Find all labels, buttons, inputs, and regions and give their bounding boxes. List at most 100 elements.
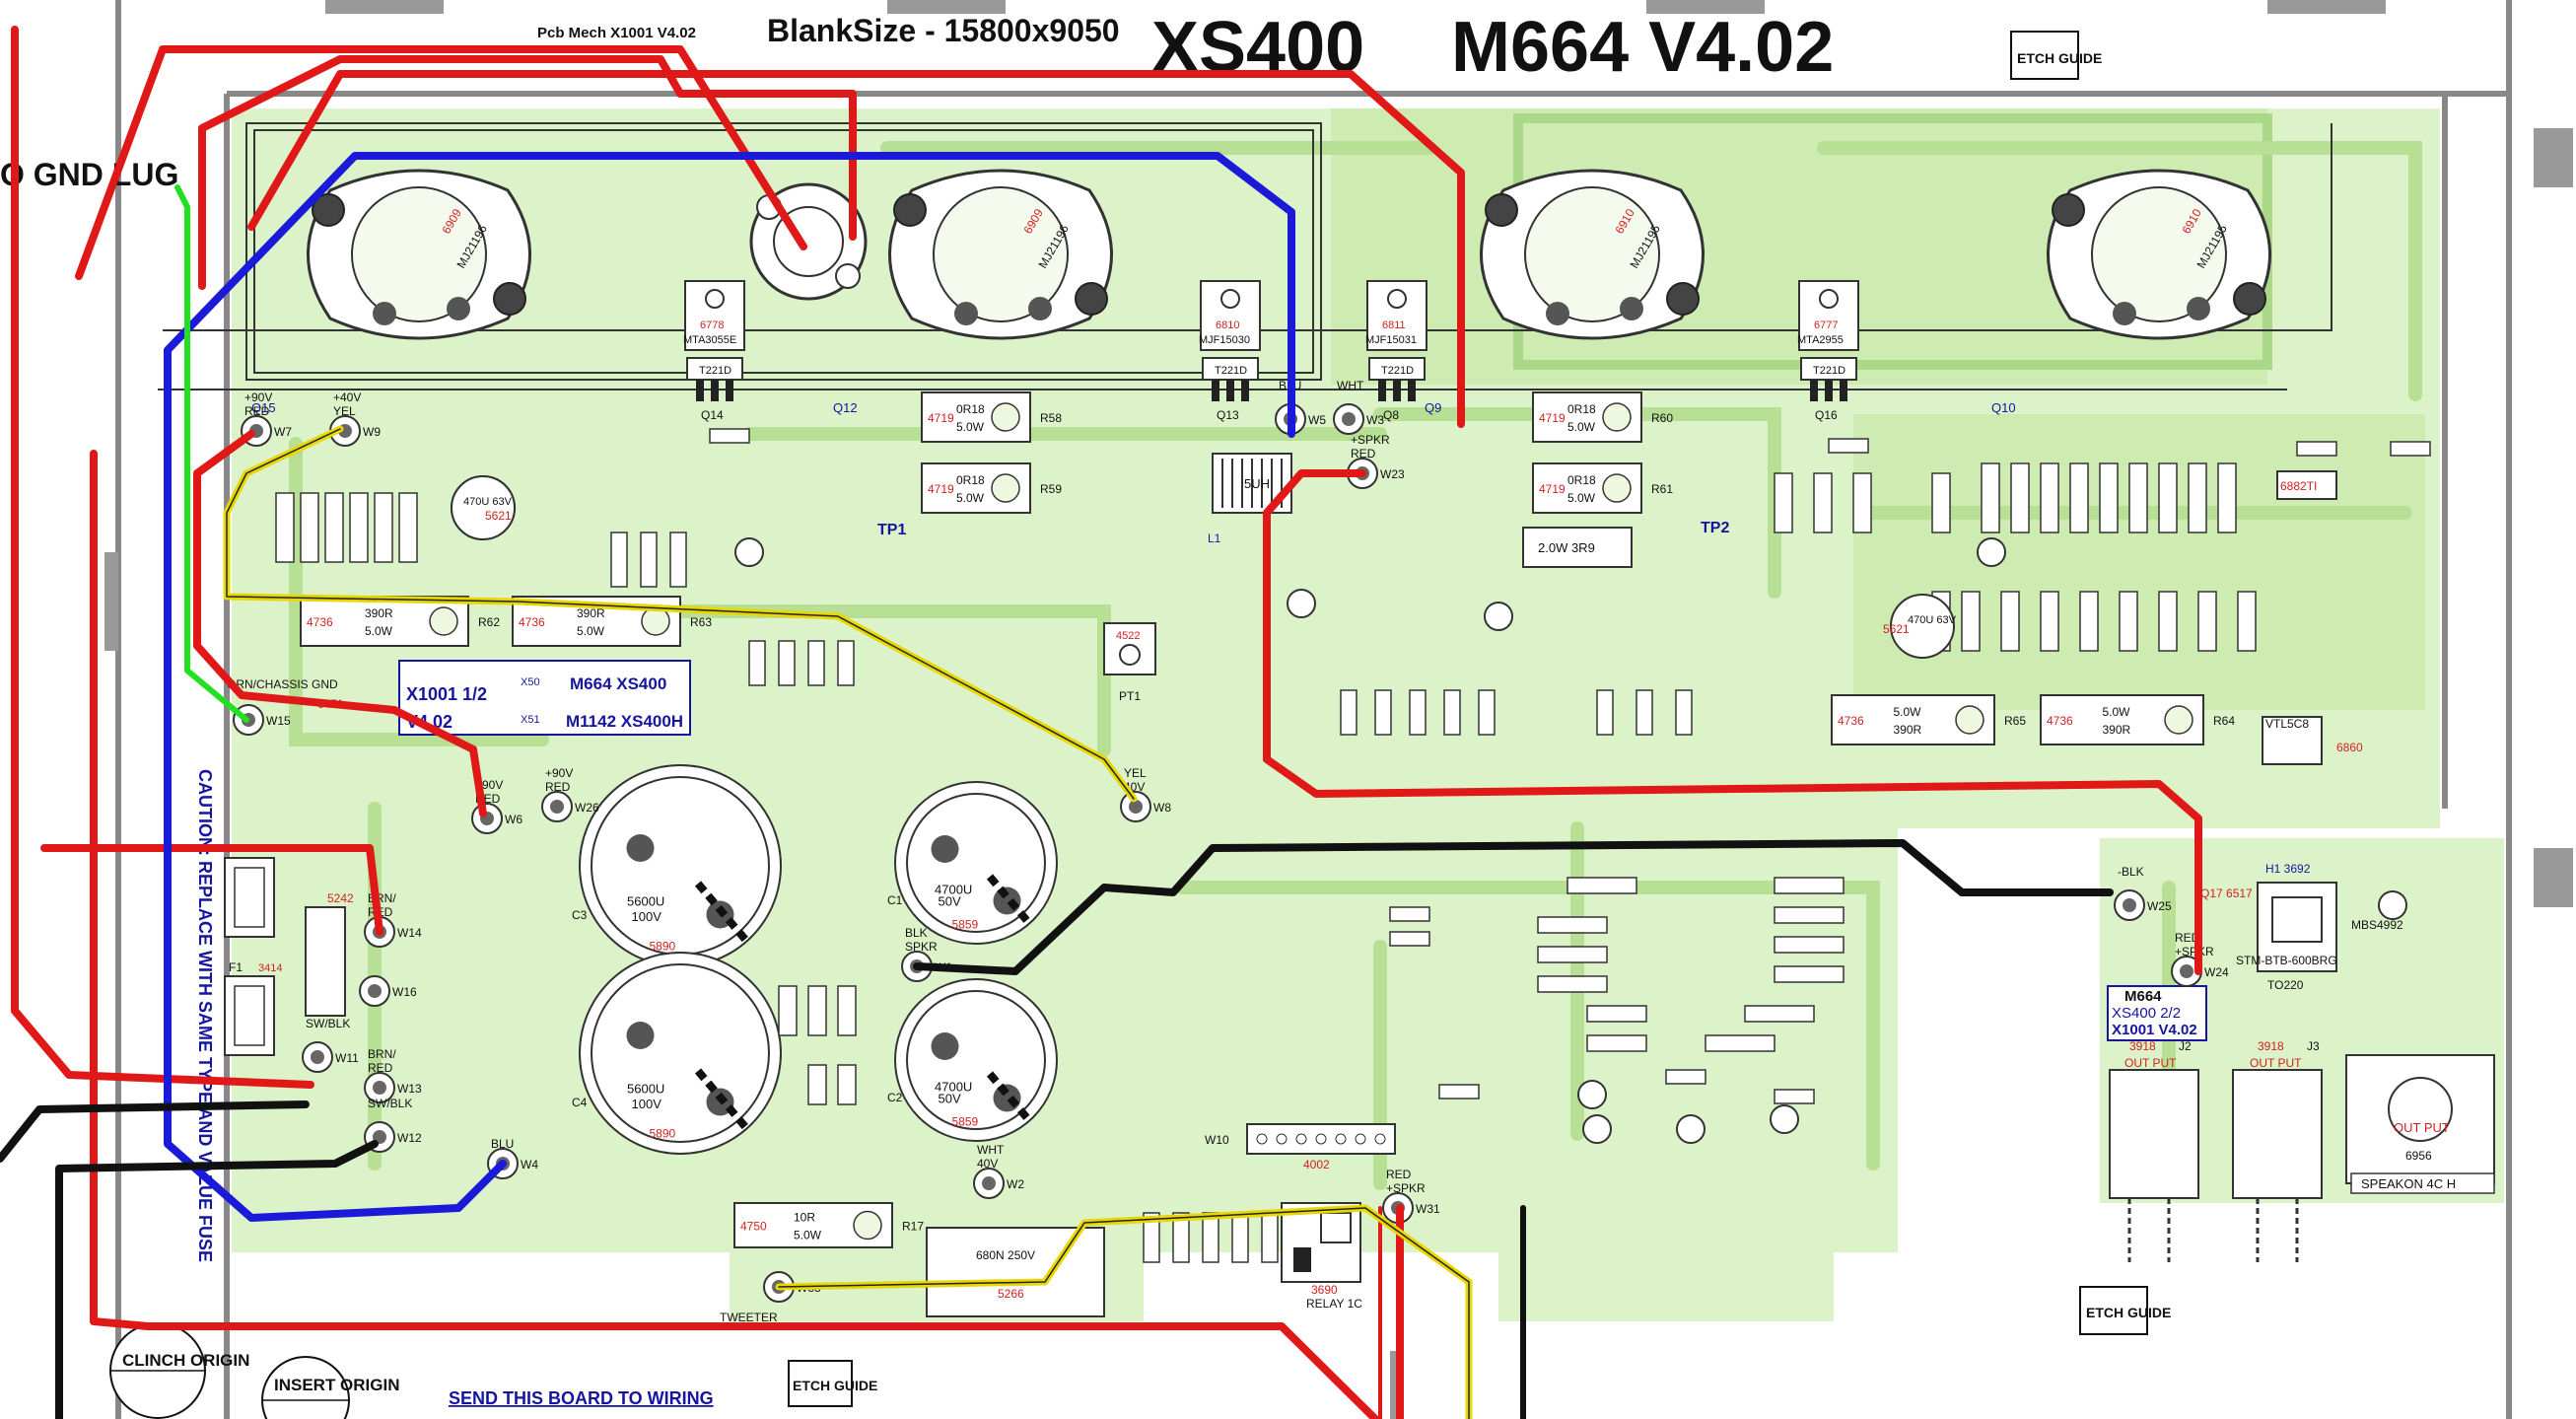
connector-w10: W10 4002 [1205, 1123, 1396, 1171]
wire-point-ref: W23 [1380, 467, 1405, 481]
transistor-ref: Q12 [833, 400, 858, 415]
pin-pad-icon [373, 302, 396, 325]
yellow-wire-1-outline [226, 428, 1135, 800]
inductor-value: 5UH [1244, 476, 1270, 491]
cap-c21: 470U 63V 5621 [451, 475, 516, 540]
mounting-hole-icon [893, 193, 927, 227]
insert-origin-label: INSERT ORIGIN [274, 1376, 400, 1394]
to220-ref: Q13 [1217, 408, 1239, 422]
power-resistor-watt: 5.0W [794, 1229, 822, 1242]
to220-part: MJF15030 [1199, 334, 1250, 346]
thermal-fuse-icon [2164, 705, 2193, 735]
power-resistor-watt: 5.0W [1567, 491, 1596, 505]
inductor-ref: L1 [1208, 532, 1221, 545]
wire-point-sublabel: SPKR [905, 940, 938, 954]
wire-point-ref: W4 [521, 1158, 538, 1171]
wire-point-ref: W25 [2147, 899, 2172, 913]
info-box-left: X1001 1/2 V4.02 X50 M664 XS400 X51 M1142… [398, 660, 691, 736]
output-label-j2: OUT PUT [2124, 1056, 2177, 1070]
pcb-mech-label: Pcb Mech X1001 V4.02 [537, 25, 696, 41]
mounting-hole-icon [1387, 289, 1407, 309]
red-wire-8 [1263, 469, 2202, 975]
r92-value: 2.0W 3R9 [1538, 540, 1595, 555]
etch-guide-top: ETCH GUIDE [2010, 31, 2102, 80]
pin-pad-icon [447, 297, 470, 320]
small-round-transistor [749, 182, 868, 301]
to220-num: 6811 [1382, 319, 1406, 331]
wire-point-label: +SPKR [1351, 433, 1390, 447]
mounting-hole-icon [1075, 282, 1108, 316]
to220-transistors: 6778MTA3055ET221DQ146810MJF15030T221DQ13… [683, 280, 1859, 422]
power-resistor-num: 4736 [2047, 714, 2073, 728]
mounting-hole-icon [1819, 289, 1839, 309]
cap-c24: 470U 63V 5621 [1883, 594, 1957, 659]
power-resistor-num: 4719 [1539, 411, 1566, 425]
etch-guide-bottom-left: ETCH GUIDE [788, 1360, 877, 1407]
transistor-ref: Q10 [1991, 400, 2016, 415]
thermal-fuse-icon [1602, 473, 1632, 503]
to220-num: 6810 [1216, 319, 1239, 331]
power-resistor-value: 0R18 [1567, 473, 1596, 487]
capacitor-voltage: 100V [632, 1097, 662, 1111]
power-resistor-watt: 390R [2103, 723, 2131, 737]
gnd-lug-label: O GND LUG [0, 157, 178, 192]
wire-point-label: RED [1386, 1168, 1412, 1181]
red-wire-5 [40, 844, 383, 936]
fuse-holder: F1 3414 5242 [224, 857, 354, 1056]
wire-point-sublabel: RED [244, 404, 270, 418]
power-resistor-num: 4719 [1539, 482, 1566, 496]
wire-point-ref: W9 [363, 425, 381, 439]
ic-u1-part: VTL5C8 [2265, 717, 2309, 731]
wire-point-label: BRN/ [368, 1047, 396, 1061]
info-left-line2: V4.02 [406, 712, 453, 732]
header-block: Pcb Mech X1001 V4.02 BlankSize - 15800x9… [537, 8, 1834, 87]
output-num-j3: 3918 [2258, 1039, 2284, 1053]
clinch-origin-marker: CLINCH ORIGIN [109, 1322, 249, 1419]
info-left-m664: M664 XS400 [570, 674, 666, 693]
fuse-ref: F1 [229, 960, 243, 974]
info-right-line3: X1001 V4.02 [2112, 1022, 2197, 1038]
w10-num: 4002 [1303, 1158, 1330, 1171]
black-wire-2 [0, 1100, 310, 1163]
info-left-x51: X51 [521, 714, 540, 726]
wire-point-sublabel: BLU [491, 1137, 514, 1151]
resistor-array [275, 462, 2257, 1263]
mounting-hole-icon [2052, 193, 2085, 227]
grn-chassis-label: GRN/CHASSIS GND [227, 677, 338, 691]
power-resistor-value: 0R18 [956, 473, 985, 487]
power-resistor-value: 390R [365, 606, 393, 620]
power-resistor-num: 4736 [1838, 714, 1864, 728]
mounting-hole-icon [1220, 289, 1240, 309]
wire-point-label: -BLK [2118, 865, 2144, 879]
output-num-j2: 3918 [2129, 1039, 2156, 1053]
output-label-speakon: OUT PUT [2394, 1120, 2450, 1135]
power-resistor-watt: 5.0W [956, 420, 985, 434]
capacitor-voltage: 100V [632, 909, 662, 924]
thermal-fuse-icon [853, 1210, 882, 1241]
transistor-ref: Q9 [1425, 400, 1441, 415]
power-resistor-num: 4719 [928, 411, 954, 425]
speakon-num: 6956 [2405, 1149, 2432, 1163]
pin-pad-icon [1028, 297, 1052, 320]
output-ref-j2: J2 [2179, 1039, 2192, 1053]
power-resistor-ref: R59 [1040, 482, 1062, 496]
wire-point-label: SW/BLK [368, 1097, 412, 1110]
cap-c24-value: 470U 63V [1908, 614, 1957, 626]
power-resistor-ref: R65 [2004, 714, 2026, 728]
tp1-label: TP1 [877, 522, 906, 538]
info-left-x50: X50 [521, 676, 540, 688]
power-resistor-value: 5.0W [1894, 705, 1922, 719]
wire-point-ref: W12 [397, 1131, 422, 1145]
info-right-line2: XS400 2/2 [2112, 1005, 2181, 1022]
send-board-label: SEND THIS BOARD TO WIRING [449, 1388, 714, 1408]
